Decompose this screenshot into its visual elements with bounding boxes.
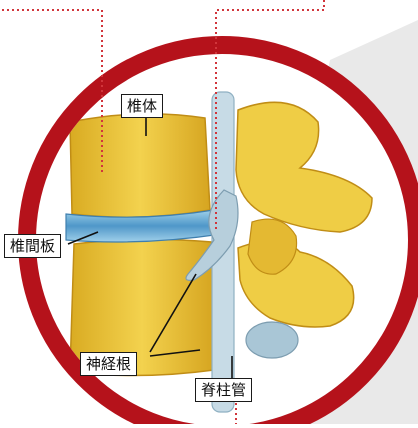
- label-vertebral-body: 椎体: [121, 94, 163, 118]
- label-spinal-canal: 脊柱管: [195, 378, 252, 402]
- nerve-ganglion: [246, 322, 298, 358]
- label-nerve-root: 神経根: [80, 352, 137, 376]
- label-intervertebral-disc: 椎間板: [4, 234, 61, 258]
- upper-vertebral-body: [70, 114, 210, 217]
